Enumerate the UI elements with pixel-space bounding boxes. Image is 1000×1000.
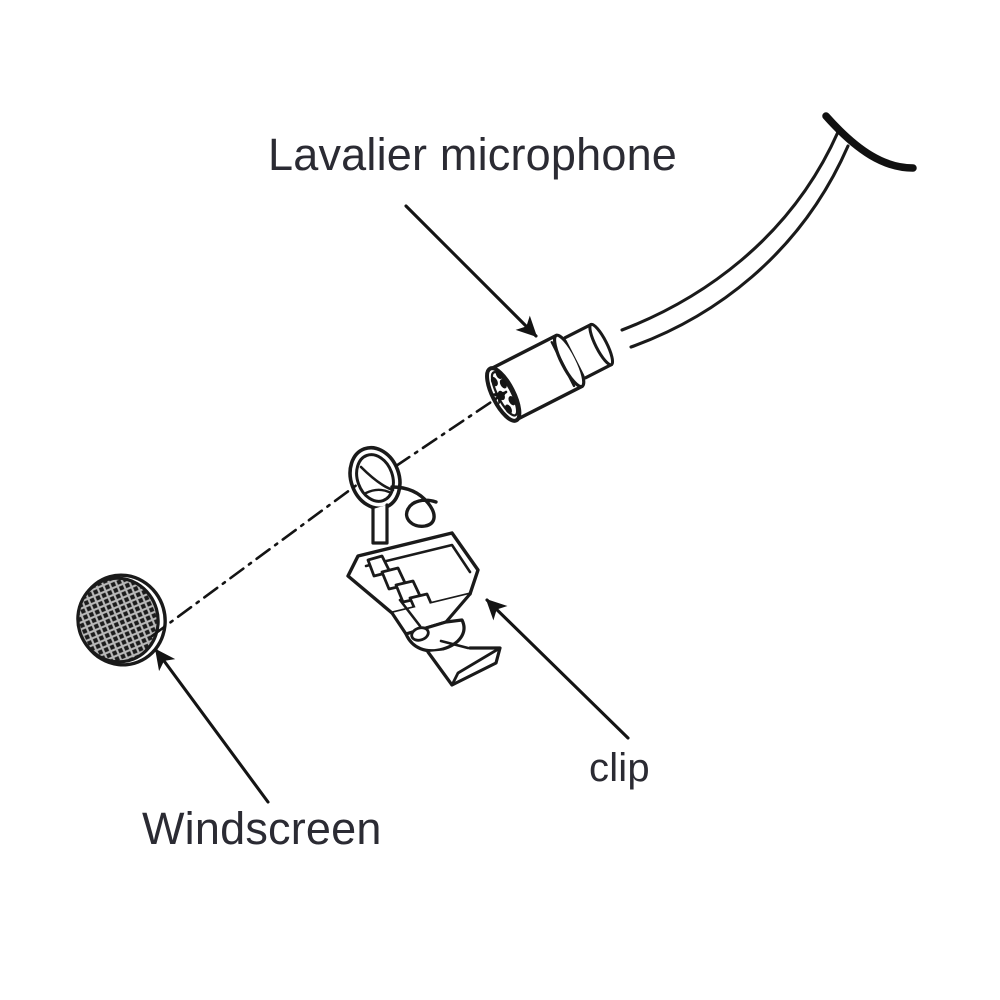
clip-part: [346, 445, 502, 687]
leader-arrow-windscreen: [154, 648, 270, 804]
capsule-collar: [588, 322, 615, 367]
assembly-axis-line: [150, 390, 508, 638]
leader-arrow-clip: [485, 598, 630, 740]
label-lavalier-microphone: Lavalier microphone: [268, 129, 678, 180]
label-clip: clip: [589, 746, 650, 790]
windscreen-part: [70, 568, 169, 672]
clip-hook-clasp: [390, 485, 438, 528]
clip-post: [371, 503, 389, 545]
microphone-cable: [620, 112, 917, 349]
leader-arrow-lavalier: [404, 204, 538, 338]
cable-break-mark: [822, 112, 917, 172]
label-windscreen: Windscreen: [142, 803, 382, 854]
windscreen-mesh-face: [76, 576, 160, 664]
clip-hinge-hole: [410, 626, 430, 642]
leader-arrows: [154, 204, 630, 804]
microphone-capsule: [485, 322, 615, 423]
